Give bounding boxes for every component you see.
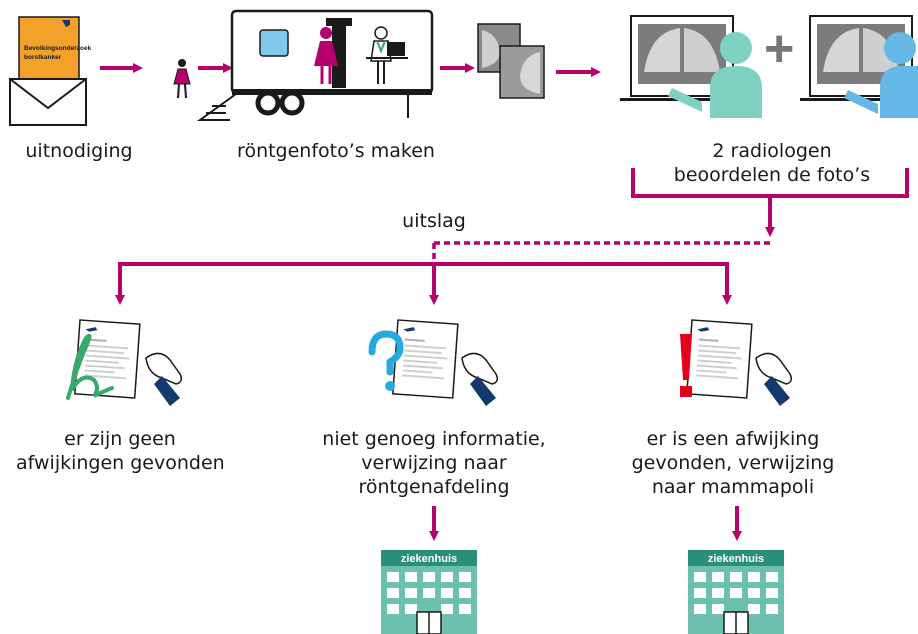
outcome-abnormality-line-1: er is een afwijking xyxy=(646,428,820,450)
hospital-name: ziekenhuis xyxy=(708,553,764,565)
outcome-insufficient-line-1: niet genoeg informatie, xyxy=(322,428,546,450)
outcome-abnormality-line-2: gevonden, verwijzing xyxy=(631,452,835,474)
question-mark-icon xyxy=(368,330,404,391)
hand-icon xyxy=(755,352,793,407)
radiologist-icon xyxy=(668,32,762,118)
hand-icon xyxy=(145,352,183,407)
letter-icon xyxy=(686,319,753,399)
outcome-abnormality-label: er is een afwijking gevonden, verwijzing… xyxy=(620,427,846,499)
outcome-none-line-2: afwijkingen gevonden xyxy=(16,452,225,474)
step-radiologists-line-1: 2 radiologen xyxy=(712,140,832,162)
letter-title: Bevolkingsonderzoek xyxy=(24,45,92,52)
exclamation-mark-icon xyxy=(680,334,692,397)
signature-icon xyxy=(66,333,114,400)
outcome-none-illustration xyxy=(66,319,183,407)
letter-icon xyxy=(392,319,459,399)
letter-subtitle: borstkanker xyxy=(24,54,62,61)
invitation-illustration: Bevolkingsonderzoek borstkanker xyxy=(9,16,92,126)
letter-icon xyxy=(74,319,141,399)
radiologist-icon xyxy=(844,32,918,118)
plus-symbol: + xyxy=(764,20,794,78)
radiologist-1-workstation xyxy=(620,15,760,101)
patient-figure xyxy=(314,27,338,84)
technician-figure xyxy=(366,26,408,84)
outcome-none-line-1: er zijn geen xyxy=(64,428,176,450)
outcome-insufficient-label: niet genoeg informatie, verwijzing naar … xyxy=(322,427,546,499)
outcome-insufficient-line-2: verwijzing naar xyxy=(361,452,507,474)
step-radiologists-line-2: beoordelen de foto’s xyxy=(673,164,871,186)
outcome-insufficient-illustration xyxy=(368,319,499,407)
step-invitation-label: uitnodiging xyxy=(25,140,133,162)
mobile-screening-unit-icon xyxy=(196,9,434,121)
hospital-name: ziekenhuis xyxy=(401,553,457,565)
step-radiologists-label: 2 radiologen beoordelen de foto’s xyxy=(652,139,892,187)
xray-images-icon xyxy=(477,23,545,99)
woman-icon xyxy=(173,59,191,99)
hospital-icon: ziekenhuis xyxy=(380,549,478,634)
step-xray-label: röntgenfoto’s maken xyxy=(237,140,435,162)
outcome-abnormality-line-3: naar mammapoli xyxy=(651,476,815,498)
outcome-abnormality-illustration xyxy=(680,319,793,407)
hand-icon xyxy=(461,352,499,407)
result-label: uitslag xyxy=(402,210,466,232)
envelope-icon xyxy=(9,78,87,126)
outcome-insufficient-line-3: röntgenafdeling xyxy=(358,476,510,498)
hospital-icon: ziekenhuis xyxy=(687,549,785,634)
outcome-none-label: er zijn geen afwijkingen gevonden xyxy=(16,427,225,475)
